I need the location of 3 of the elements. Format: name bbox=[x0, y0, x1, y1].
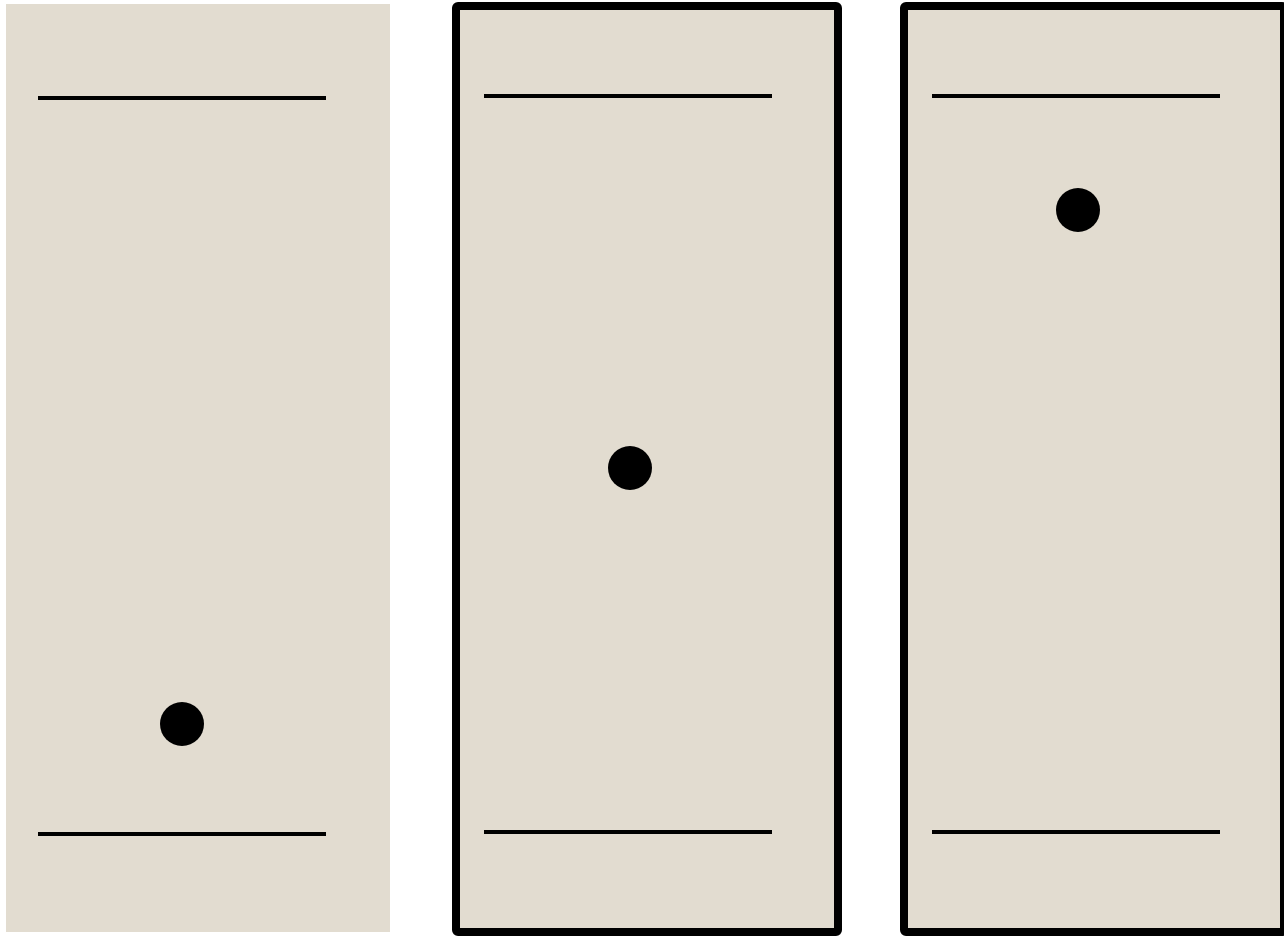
plate-panel bbox=[6, 4, 390, 932]
plate-panel bbox=[452, 2, 842, 936]
plate-panel bbox=[900, 2, 1284, 936]
